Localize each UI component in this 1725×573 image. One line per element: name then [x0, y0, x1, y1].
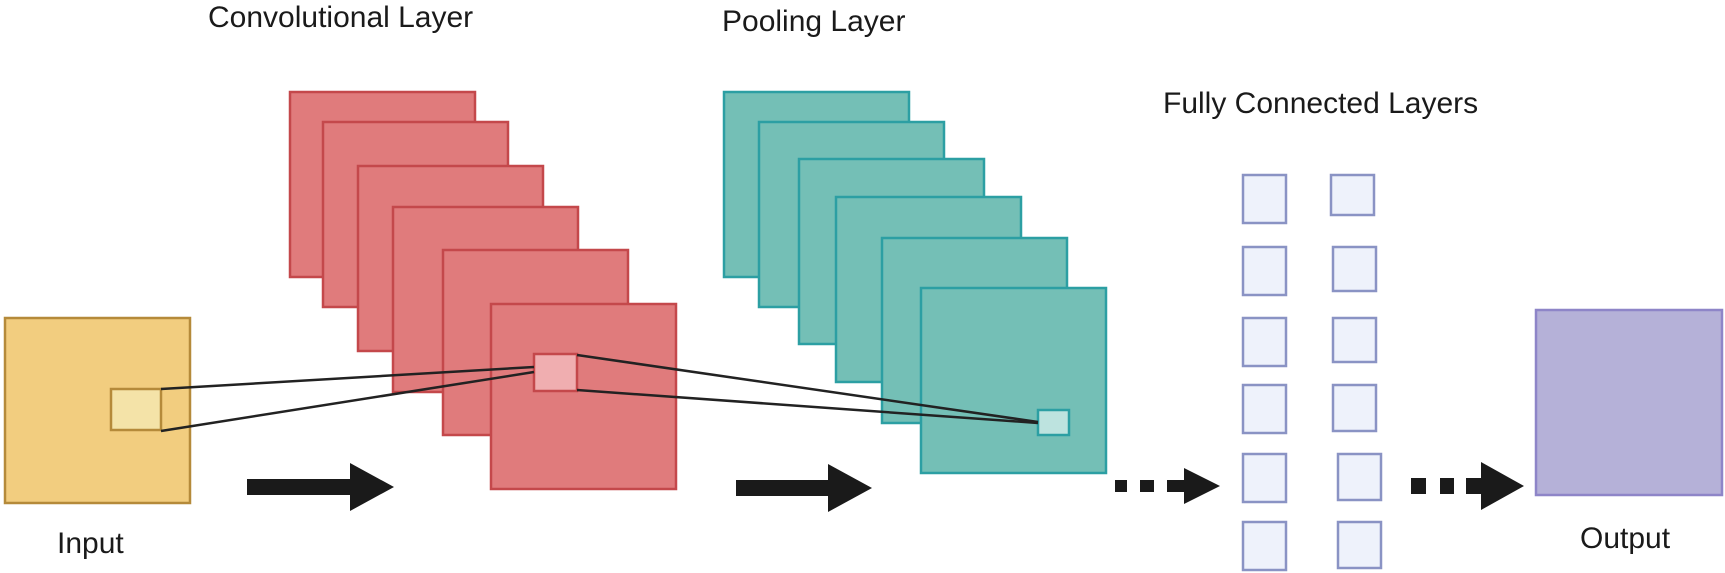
arrow-head [1184, 468, 1220, 504]
arrow-shaft [736, 480, 830, 496]
output-label: Output [1580, 522, 1671, 555]
dashed-arrow-fc-to-output [1411, 462, 1524, 510]
fc-node [1241, 245, 1288, 297]
fc-node [1241, 173, 1288, 225]
pool-feature-maps [722, 90, 1108, 475]
input-label: Input [57, 527, 124, 560]
fc-node [1241, 316, 1288, 368]
output-square [1534, 308, 1724, 497]
conv-kernel [532, 352, 579, 393]
conv-to-pool-line-top [576, 353, 1039, 424]
fc-node [1241, 452, 1288, 504]
fc-node [1331, 316, 1378, 364]
input-to-conv-line-bottom [160, 370, 535, 433]
fc-node [1241, 520, 1288, 572]
dashed-arrow-pool-to-fc [1115, 468, 1220, 504]
conv-to-pool-line-bottom [576, 388, 1039, 425]
fc-node [1336, 452, 1383, 502]
input-to-conv-line-top [160, 365, 535, 391]
fc-node [1329, 173, 1376, 217]
fc-column-1 [1241, 173, 1288, 572]
pool-layer-label: Pooling Layer [722, 5, 905, 38]
arrow-dash [1411, 478, 1426, 494]
arrow-head [828, 464, 872, 512]
conv-feature-map [489, 302, 678, 491]
arrow-input-to-conv [247, 463, 394, 511]
arrow-dash [1140, 480, 1154, 492]
arrow-dash [1466, 478, 1484, 494]
kernel-connection-lines [160, 353, 1039, 433]
arrow-head [350, 463, 394, 511]
fc-column-2 [1329, 173, 1383, 570]
pool-kernel [1036, 408, 1071, 437]
input-kernel [109, 387, 163, 432]
fc-node [1336, 520, 1383, 570]
arrow-shaft [247, 479, 351, 495]
conv-feature-maps [288, 90, 678, 491]
arrow-dash [1440, 478, 1454, 494]
pool-feature-map [919, 286, 1108, 475]
arrow-head [1481, 462, 1524, 510]
fc-layers-label: Fully Connected Layers [1163, 87, 1478, 120]
arrow-dash [1167, 480, 1186, 492]
arrow-conv-to-pool [736, 464, 872, 512]
fc-node [1241, 383, 1288, 435]
fc-node [1331, 245, 1378, 293]
arrow-dash [1115, 480, 1127, 492]
fc-node [1331, 383, 1378, 433]
conv-layer-label: Convolutional Layer [208, 1, 473, 34]
